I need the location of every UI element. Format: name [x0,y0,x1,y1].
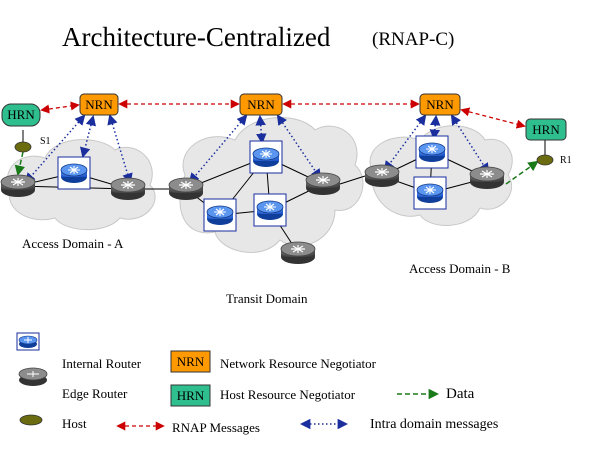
internal-router-t3 [253,193,287,227]
legend-intra-domain-label: Intra domain messages [370,417,499,432]
intra-domain-arrows [24,113,490,185]
rnap-arrow-nrn-b-hrn [460,107,526,129]
internal-router-a1 [57,156,91,190]
internal-router-t1 [249,140,283,174]
edge-router-b1 [364,164,400,188]
transit-domain-label: Transit Domain [226,291,308,306]
nrn-box-b [419,93,461,116]
diagram-title: Architecture-Centralized [62,22,331,52]
edge-router-b2 [469,166,505,190]
edge-router-t1 [168,177,204,201]
internal-router-b1 [415,135,449,169]
internal-router-b2 [413,176,447,210]
legend-host-label: Host [62,416,87,431]
edge-router-a2 [110,177,146,201]
legend-nrn-box [170,350,211,373]
diagram-subtitle: (RNAP-C) [372,29,455,50]
rnap-message-arrows [40,99,526,129]
access-domain-b-label: Access Domain - B [409,261,511,276]
host-s1-label: S1 [40,136,51,147]
nrn-box-a [79,93,119,116]
legend-hrn-description: Host Resource Negotiator [220,387,356,402]
edge-router-a1 [0,174,36,198]
hrn-box-s1 [1,103,41,127]
legend-host-icon [19,414,43,426]
legend-rnap-messages-label: RNAP Messages [172,420,260,435]
host-r1-icon [536,154,554,166]
legend-edge-router-label: Edge Router [62,386,128,401]
data-flow-arrows [14,151,539,185]
nrn-box-transit [239,93,283,116]
rnap-arrow-hrn-nrn-a [40,101,80,114]
host-s1-icon [14,141,32,153]
legend-data-label: Data [446,386,475,402]
edge-router-t2 [305,172,341,196]
edge-router-t3 [280,241,316,265]
legend-nrn-description: Network Resource Negotiator [220,356,376,371]
legend-hrn-box [170,384,211,407]
host-r1-label: R1 [560,155,572,166]
legend-internal-router-label: Internal Router [62,356,142,371]
internal-router-t2 [203,198,237,232]
access-domain-a-label: Access Domain - A [22,236,124,251]
hrn-box-r1 [525,118,567,141]
